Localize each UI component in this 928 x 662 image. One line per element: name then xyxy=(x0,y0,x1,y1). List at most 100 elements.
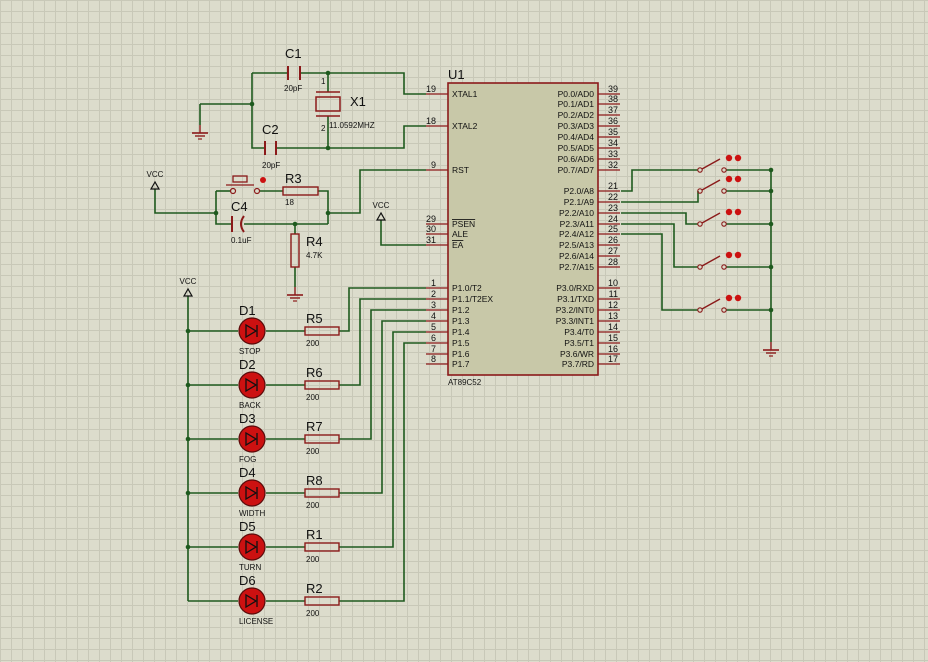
led-ref: D5 xyxy=(239,519,256,534)
led-diode-icon xyxy=(245,485,258,501)
mcu-pin-number: 17 xyxy=(608,354,618,364)
led-resistor-ref: R8 xyxy=(306,473,323,488)
wire xyxy=(339,342,426,602)
led-resistor-value: 200 xyxy=(306,393,320,402)
mcu-pin-name: P3.4/T0 xyxy=(564,327,594,337)
wire xyxy=(339,298,426,386)
wire xyxy=(215,191,232,225)
led-resistor-ref: R6 xyxy=(306,365,323,380)
resistor-body xyxy=(282,186,319,196)
r3-ref: R3 xyxy=(285,171,302,186)
vcc-label: VCC xyxy=(373,201,390,210)
mcu-pin-number: 5 xyxy=(431,322,436,332)
led-diode-icon xyxy=(245,593,258,609)
wire xyxy=(339,331,426,548)
mcu-pin-number: 36 xyxy=(608,116,618,126)
junction-dot xyxy=(768,264,774,270)
mcu-pin-number: 16 xyxy=(608,344,618,354)
mcu-pin-name: P3.7/RD xyxy=(562,359,594,369)
mcu-pin-name: P2.4/A12 xyxy=(559,229,594,239)
led-diode-icon xyxy=(245,539,258,555)
mcu-pin-name: P1.1/T2EX xyxy=(452,294,493,304)
r3-value: 18 xyxy=(285,198,294,207)
reset-button-contact xyxy=(229,187,237,195)
crystal-value: 11.0592MHZ xyxy=(329,121,375,130)
wire xyxy=(621,191,699,203)
mcu-pin-name: P3.3/INT1 xyxy=(556,316,595,326)
led-ref: D4 xyxy=(239,465,256,480)
switch-contact xyxy=(721,188,727,194)
vcc-arrow-icon xyxy=(375,211,387,221)
switch-marker-icon xyxy=(725,251,733,259)
led-icon xyxy=(238,533,266,561)
mcu-pin-name: EA xyxy=(452,240,464,250)
led-ref: D3 xyxy=(239,411,256,426)
wire xyxy=(154,189,216,214)
mcu-pin-name: P2.7/A15 xyxy=(559,262,594,272)
mcu-pin-name: RST xyxy=(452,165,469,175)
reset-button-cap xyxy=(232,175,248,183)
mcu-pin-name: P1.4 xyxy=(452,327,470,337)
resistor-body xyxy=(304,488,340,498)
mcu-pin-number: 37 xyxy=(608,105,618,115)
c4-ref: C4 xyxy=(231,199,248,214)
mcu-pin-number: 34 xyxy=(608,138,618,148)
switch-marker-icon xyxy=(725,294,733,302)
resistor-body xyxy=(304,596,340,606)
crystal-ref: X1 xyxy=(350,94,366,109)
junction-dot xyxy=(185,544,191,550)
crystal-body xyxy=(315,96,341,112)
mcu-pin-number: 22 xyxy=(608,192,618,202)
r4-value: 4.7K xyxy=(306,251,323,260)
switch-marker-icon xyxy=(734,294,742,302)
mcu-pin-number: 23 xyxy=(608,203,618,213)
mcu-pin-number: 24 xyxy=(608,214,618,224)
mcu-part-label: AT89C52 xyxy=(448,378,482,387)
switch-lever xyxy=(701,298,721,310)
mcu-pin-name: P2.5/A13 xyxy=(559,240,594,250)
mcu-pin-name: P1.0/T2 xyxy=(452,283,482,293)
junction-dot xyxy=(185,328,191,334)
junction-dot xyxy=(185,436,191,442)
parts xyxy=(149,66,779,615)
led-diode-icon xyxy=(245,431,258,447)
mcu-pin-number: 12 xyxy=(608,300,618,310)
led-resistor-value: 200 xyxy=(306,501,320,510)
vcc-label: VCC xyxy=(147,170,164,179)
led-name: FOG xyxy=(239,455,256,464)
mcu-pin-number: 4 xyxy=(431,311,436,321)
mcu-ref: U1 xyxy=(448,67,465,82)
mcu-pin-number: 8 xyxy=(431,354,436,364)
wire xyxy=(621,223,698,268)
mcu-pin-name: P0.6/AD6 xyxy=(558,154,595,164)
vcc-label: VCC xyxy=(180,277,197,286)
wire xyxy=(328,169,426,214)
mcu-pin-name: P1.3 xyxy=(452,316,470,326)
wire xyxy=(339,320,426,494)
switch-marker-icon xyxy=(725,175,733,183)
mcu-pin-number: 14 xyxy=(608,322,618,332)
mcu-pin-number: 7 xyxy=(431,344,436,354)
switch-marker-icon xyxy=(725,154,733,162)
resistor-body xyxy=(304,380,340,390)
mcu-pin-name: P2.3/A11 xyxy=(560,219,595,229)
mcu-pin-number: 28 xyxy=(608,257,618,267)
mcu-pin-number: 13 xyxy=(608,311,618,321)
mcu-pin-name: P2.0/A8 xyxy=(564,186,595,196)
c1-ref: C1 xyxy=(285,46,302,61)
junction-dot xyxy=(325,145,331,151)
mcu-pin-number: 9 xyxy=(431,160,436,170)
mcu-pin-number: 26 xyxy=(608,235,618,245)
mcu-pin-number: 29 xyxy=(426,214,436,224)
led-icon xyxy=(238,587,266,615)
led-ref: D6 xyxy=(239,573,256,588)
mcu-pin-number: 25 xyxy=(608,224,618,234)
switch-contact xyxy=(697,188,703,194)
led-name: TURN xyxy=(239,563,261,572)
mcu-pin-name: P0.3/AD3 xyxy=(558,121,595,131)
mcu-pin-name: P1.6 xyxy=(452,349,470,359)
crystal-pin1: 1 xyxy=(321,77,326,86)
wire xyxy=(339,287,426,332)
switch-contact xyxy=(721,221,727,227)
mcu-pin-name: XTAL1 xyxy=(452,89,478,99)
